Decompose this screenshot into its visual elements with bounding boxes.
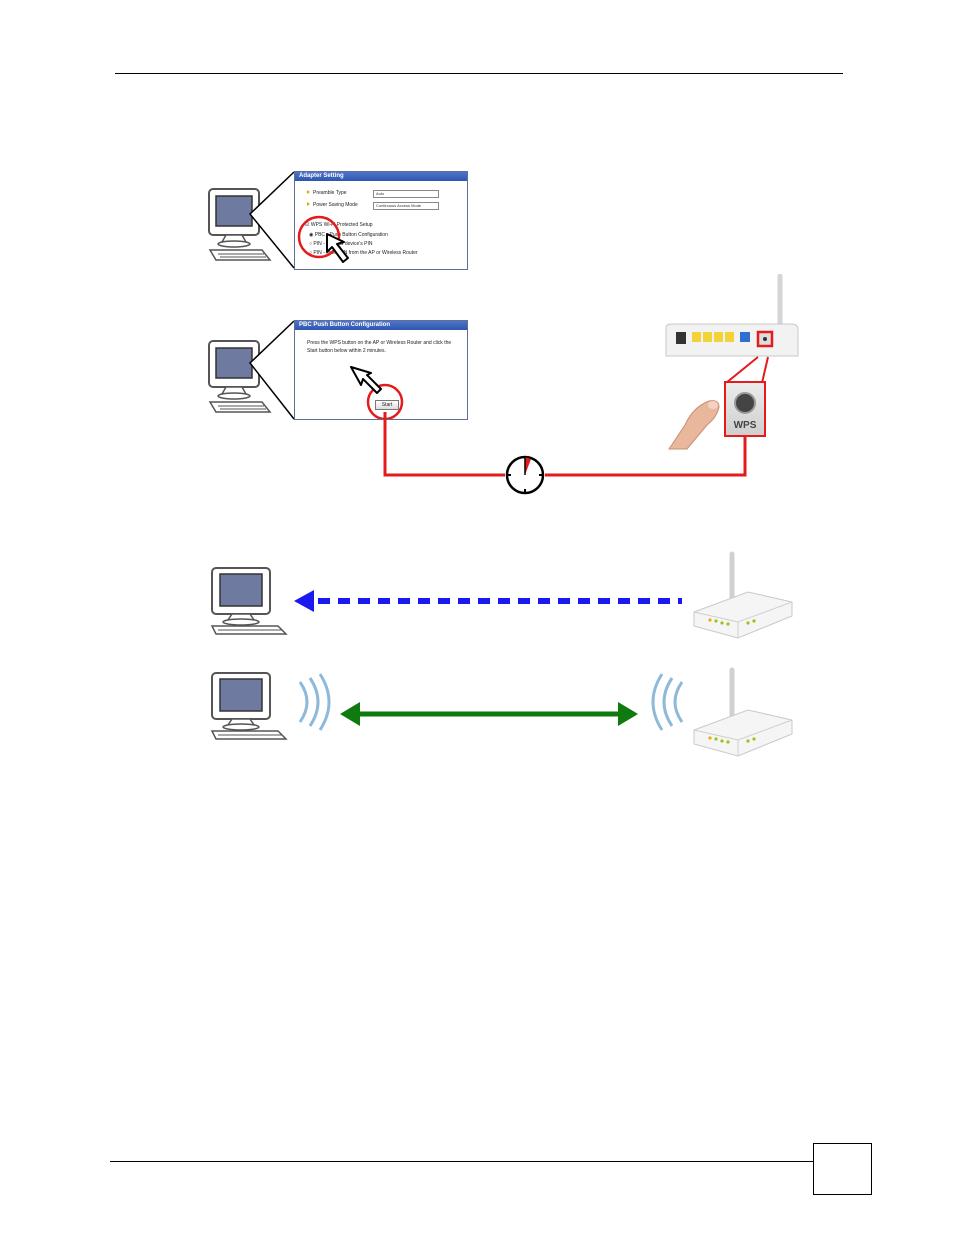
callout-wedge: [248, 320, 295, 420]
cursor-icon: [350, 366, 382, 394]
cursor-icon: [326, 233, 349, 263]
computer-icon: [208, 188, 272, 261]
preamble-select[interactable]: Auto: [373, 190, 439, 198]
wps-button-icon: [734, 392, 756, 414]
wps-button-closeup: WPS: [724, 381, 766, 437]
pbc-screenshot: PBC Push Button Configuration Press the …: [294, 320, 468, 420]
pbc-message: Press the WPS button on the AP or Wirele…: [307, 340, 452, 354]
start-button[interactable]: Start: [375, 400, 399, 410]
wireless-waves-icon: [651, 673, 684, 731]
timed-connector: [383, 412, 747, 477]
header-rule: [115, 73, 843, 74]
pbc-radio[interactable]: ◉ PBC - Push Button Configuration: [309, 232, 388, 238]
router-image: [693, 667, 793, 757]
wps-callout-lines: [725, 356, 769, 384]
pbc-title: PBC Push Button Configuration: [295, 321, 467, 330]
wps-checkbox-row[interactable]: ☑ WPS Wi-Fi Protected Setup: [305, 222, 373, 228]
router-image: [693, 551, 793, 639]
computer-icon: [210, 672, 288, 740]
finger-icon: [668, 400, 720, 450]
timer-icon: [505, 455, 545, 495]
bidirectional-green-arrow: [340, 702, 638, 726]
power-saving-row: Power Saving Mode: [307, 202, 358, 208]
wireless-waves-icon: [298, 673, 331, 731]
wps-label: WPS: [733, 420, 757, 431]
adapter-setting-screenshot: Adapter Setting Preamble Type Auto Power…: [294, 171, 468, 270]
router-back-panel-image: [665, 274, 799, 357]
computer-icon: [208, 340, 272, 413]
footer-rule: [110, 1161, 813, 1162]
preamble-row: Preamble Type: [307, 190, 347, 196]
pin-enter-radio[interactable]: ○ PIN - enter PIN from the AP or Wireles…: [309, 250, 418, 256]
power-saving-select[interactable]: Continuous Access Mode: [373, 202, 439, 210]
computer-icon: [210, 567, 288, 635]
callout-wedge: [248, 171, 295, 269]
page-number-box: [813, 1143, 872, 1195]
highlight-circle: [366, 383, 404, 419]
pin-radio[interactable]: ○ PIN - use this device's PIN: [309, 241, 373, 247]
adapter-setting-title: Adapter Setting: [295, 172, 467, 181]
highlight-circle: [297, 215, 341, 259]
dashed-blue-arrow: [294, 590, 682, 612]
